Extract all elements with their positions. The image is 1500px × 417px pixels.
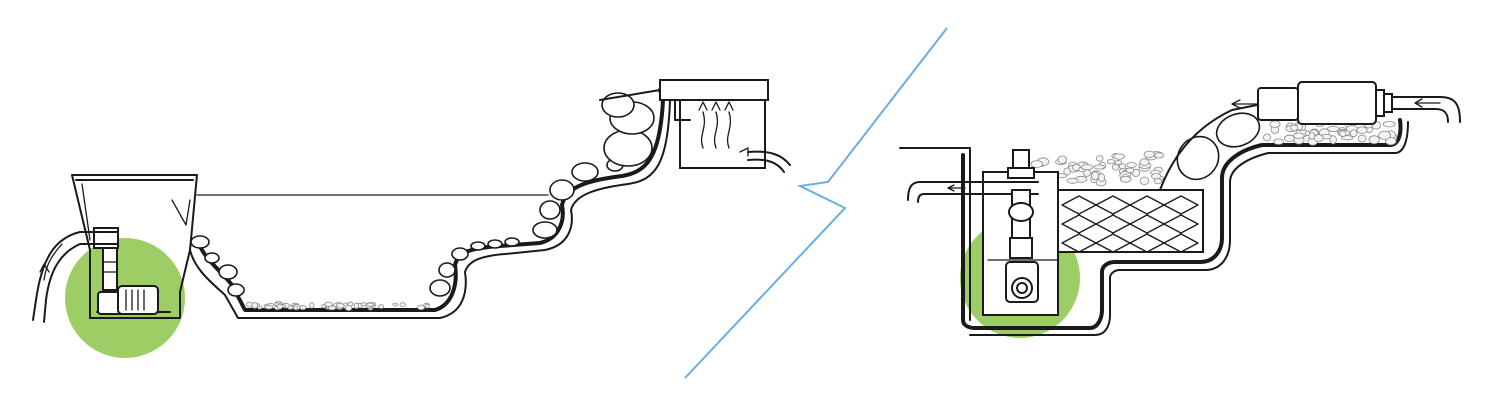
gravel-pebble bbox=[1097, 173, 1106, 182]
gravel-pebble bbox=[1091, 171, 1100, 181]
ground-edge bbox=[899, 147, 971, 321]
panel-divider bbox=[684, 27, 948, 379]
gravel-pebble bbox=[1293, 132, 1305, 139]
gravel-pebble bbox=[309, 302, 315, 309]
gravel-pebble bbox=[1080, 164, 1094, 171]
gravel-pebble bbox=[1284, 134, 1296, 142]
gravel-pebble bbox=[1153, 178, 1162, 185]
gravel-pebble bbox=[1290, 124, 1298, 132]
pump-icon bbox=[1005, 189, 1039, 303]
gravel-pebble bbox=[392, 302, 398, 307]
gravel-pebble bbox=[1113, 153, 1125, 160]
gravel-pebble bbox=[1349, 129, 1358, 138]
gravel-pebble bbox=[1125, 167, 1135, 174]
gravel-pebble bbox=[1066, 177, 1079, 184]
slope-gravel bbox=[1263, 119, 1398, 146]
gravel-pebble bbox=[251, 302, 259, 309]
waterfall-box-icon bbox=[599, 79, 791, 173]
gravel-pebble bbox=[1057, 155, 1068, 164]
gravel-pebble bbox=[1327, 125, 1340, 132]
pond-liner bbox=[189, 88, 671, 319]
gravel-pebble bbox=[257, 305, 263, 310]
gravel-pebble bbox=[417, 304, 426, 311]
gravel-pebble bbox=[1313, 134, 1324, 143]
gravel-pebble bbox=[424, 303, 430, 309]
outflow-pipe bbox=[907, 181, 1039, 203]
gravel-pebble bbox=[1126, 161, 1137, 168]
pump-icon bbox=[32, 227, 159, 323]
gravel-pebble bbox=[1118, 163, 1127, 170]
gravel-pebble bbox=[1139, 158, 1150, 166]
gravel-pebble bbox=[299, 305, 307, 311]
gravel-pebble bbox=[1378, 130, 1391, 140]
gravel-pebble bbox=[1154, 152, 1165, 159]
gravel-pebble bbox=[1139, 176, 1150, 185]
gravel-pebble bbox=[1357, 134, 1367, 143]
gravel-pebble bbox=[1382, 120, 1396, 128]
gravel-pebble bbox=[1356, 126, 1368, 134]
gravel-pebble bbox=[366, 302, 375, 307]
gravel-pebble bbox=[378, 304, 385, 309]
pondless-rocks bbox=[1159, 103, 1263, 191]
gravel-pebble bbox=[276, 303, 283, 310]
filter-media-icon bbox=[1057, 189, 1204, 253]
gravel-pebble bbox=[293, 305, 299, 311]
left-panel bbox=[32, 79, 791, 358]
gravel-pebble bbox=[324, 301, 333, 307]
gravel-pebble bbox=[1143, 150, 1155, 158]
gravel-pebble bbox=[353, 302, 359, 309]
gravel-pebble bbox=[1269, 120, 1281, 128]
pond-rocks-left bbox=[190, 92, 655, 297]
gravel-pebble bbox=[1385, 137, 1397, 146]
gravel-pebble bbox=[1151, 173, 1162, 180]
gravel-pebble bbox=[264, 305, 273, 310]
gravel-pebble bbox=[344, 304, 353, 311]
right-panel bbox=[899, 81, 1461, 338]
gravel-pebble bbox=[1119, 176, 1132, 183]
uv-clarifier-icon bbox=[1231, 81, 1461, 125]
gravel-pebble bbox=[1030, 160, 1044, 169]
pond-gravel-left bbox=[245, 301, 430, 311]
gravel-pebble bbox=[1263, 133, 1272, 142]
gravel-pebble bbox=[1329, 135, 1337, 145]
gravel-pebble bbox=[1093, 164, 1105, 170]
gravel-pebble bbox=[1095, 155, 1104, 162]
gravel-pebble bbox=[1308, 132, 1316, 140]
vault-gravel bbox=[1029, 150, 1165, 187]
gravel-pebble bbox=[1339, 130, 1347, 137]
gravel-pebble bbox=[399, 302, 406, 308]
gravel-pebble bbox=[1106, 159, 1116, 165]
gravel-pebble bbox=[336, 302, 345, 309]
gravel-pebble bbox=[1368, 135, 1380, 145]
gravel-pebble bbox=[1273, 138, 1284, 145]
